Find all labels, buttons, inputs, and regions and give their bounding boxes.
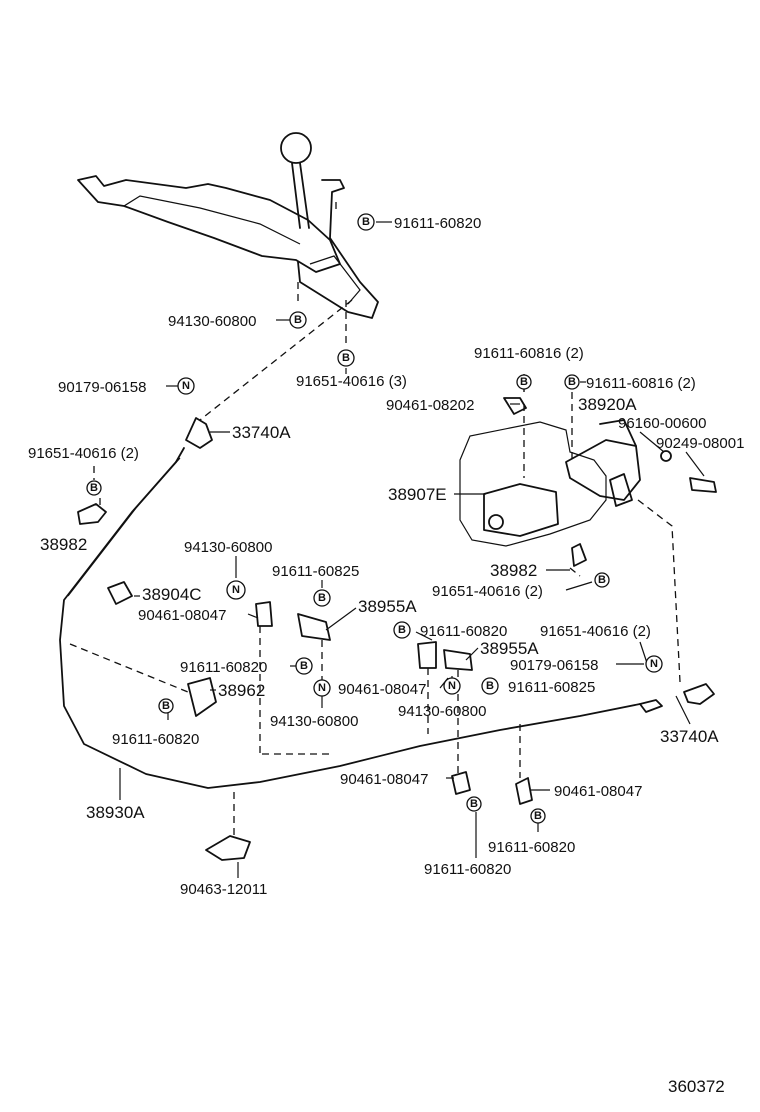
bolt-marker-text: B	[90, 482, 98, 494]
dashed-reference-lines	[69, 202, 681, 836]
bolt-marker: B	[393, 621, 411, 639]
part-label: 96160-00600	[618, 415, 706, 432]
bolt-marker: B	[466, 796, 482, 812]
nut-marker: N	[177, 377, 195, 395]
bolt-marker-text: B	[162, 700, 170, 712]
part-label: 90463-12011	[180, 881, 267, 898]
bolt-marker-text: B	[294, 314, 302, 326]
part-label: 90461-08047	[554, 783, 642, 800]
part-label: 91611-60820	[420, 623, 507, 640]
bolt-marker: B	[564, 374, 580, 390]
part-label: 90249-08001	[656, 435, 744, 452]
shift-cable-38930A	[59, 417, 715, 789]
part-label: 94130-60800	[270, 713, 358, 730]
figure-id: 360372	[668, 1077, 725, 1096]
bolt-marker-text: B	[398, 624, 406, 636]
bolt-marker-text: B	[568, 376, 576, 388]
nut-marker-text: N	[232, 584, 240, 596]
part-label: 38982	[490, 561, 537, 580]
part-label: 91651-40616 (2)	[28, 445, 139, 462]
nut-marker-text: N	[318, 682, 326, 694]
bolt-marker: B	[295, 657, 313, 675]
bolt-marker-text: B	[470, 798, 478, 810]
part-label: 38920A	[578, 395, 637, 414]
part-label: 91611-60816 (2)	[586, 375, 696, 392]
shift-housing	[459, 397, 717, 567]
part-label: 90179-06158	[510, 657, 598, 674]
bolt-marker-text: B	[318, 592, 326, 604]
part-label: 38930A	[86, 803, 145, 822]
nut-marker: N	[226, 580, 246, 600]
part-label: 91611-60820	[180, 659, 267, 676]
nut-marker-text: N	[650, 658, 658, 670]
bolt-marker: B	[158, 698, 174, 714]
part-label: 38962	[218, 681, 265, 700]
bolt-marker-text: B	[520, 376, 528, 388]
part-label: 91651-40616 (3)	[296, 373, 407, 390]
nut-marker-text: N	[448, 680, 456, 692]
part-label: 38907E	[388, 485, 447, 504]
part-label: 91651-40616 (2)	[540, 623, 651, 640]
part-label: 38955A	[358, 597, 417, 616]
nut-marker: N	[645, 655, 663, 673]
shift-lever-assembly	[77, 132, 379, 319]
bolt-marker-text: B	[598, 574, 606, 586]
brackets-and-clips	[77, 503, 533, 861]
bolt-marker-text: B	[486, 680, 494, 692]
part-label: 91651-40616 (2)	[432, 583, 543, 600]
nut-marker: N	[313, 679, 331, 697]
bolt-marker: B	[516, 374, 532, 390]
part-label: 90461-08047	[138, 607, 226, 624]
part-label: 91611-60816 (2)	[474, 345, 584, 362]
part-label: 91611-60825	[272, 563, 359, 580]
bolt-marker-text: B	[300, 660, 308, 672]
bolt-marker: B	[481, 677, 499, 695]
part-label: 91611-60820	[488, 839, 575, 856]
part-label: 90461-08047	[340, 771, 428, 788]
part-label: 38982	[40, 535, 87, 554]
bolt-marker: B	[357, 213, 375, 231]
part-label: 90461-08202	[386, 397, 474, 414]
bolt-marker: B	[594, 572, 610, 588]
part-label: 91611-60820	[424, 861, 511, 878]
bolt-marker-text: B	[534, 810, 542, 822]
bolt-marker: B	[530, 808, 546, 824]
part-label: 38955A	[480, 639, 539, 658]
part-label: 90461-08047	[338, 681, 426, 698]
nut-marker: N	[443, 677, 461, 695]
part-label: 33740A	[660, 727, 719, 746]
part-label: 94130-60800	[184, 539, 272, 556]
bolt-marker: B	[337, 349, 355, 367]
part-labels: 91611-60820 94130-60800 91651-40616 (3) …	[28, 215, 744, 898]
leader-lines	[119, 221, 705, 878]
bolt-marker-text: B	[342, 352, 350, 364]
part-label: 90179-06158	[58, 379, 146, 396]
bolt-marker: B	[289, 311, 307, 329]
part-label: 91611-60820	[394, 215, 481, 232]
part-label: 38904C	[142, 585, 202, 604]
marker-symbols: B B B N B B B B N B B B N N N B B B B	[86, 213, 663, 824]
bolt-marker: B	[313, 589, 331, 607]
nut-marker-text: N	[182, 380, 190, 392]
bolt-marker-text: B	[362, 216, 370, 228]
part-label: 91611-60820	[112, 731, 199, 748]
part-label: 33740A	[232, 423, 291, 442]
part-label: 91611-60825	[508, 679, 595, 696]
bolt-marker: B	[86, 480, 102, 496]
part-label: 94130-60800	[168, 313, 256, 330]
part-label: 94130-60800	[398, 703, 486, 720]
